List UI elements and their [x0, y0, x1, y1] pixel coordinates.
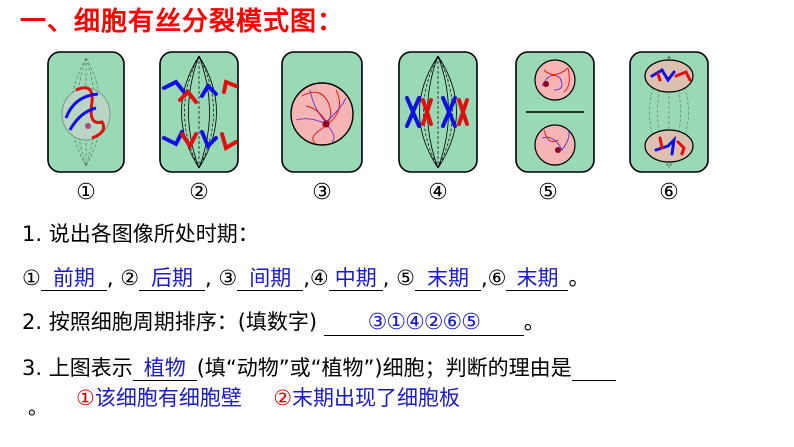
figure-label-2: ②: [189, 180, 209, 205]
answer-blank-4[interactable]: 中期: [328, 266, 383, 291]
reason-num-2: ②: [273, 386, 293, 410]
figure-label-4: ④: [428, 180, 448, 205]
mitosis-figures: ① ② ③ ④ ⑤ ⑥: [0, 44, 794, 214]
figure-label-6: ⑥: [659, 180, 679, 205]
figure-label-5: ⑤: [538, 180, 558, 205]
cell-figure-3: [281, 51, 363, 173]
stage-num-1: ①: [22, 266, 41, 290]
cell-type-answer-blank[interactable]: 植物: [132, 356, 197, 381]
question-2: 2. 按照细胞周期排序：(填数字) ③①④②⑥⑤。: [22, 308, 545, 336]
figure-label-1: ①: [76, 180, 96, 205]
answer-blank-6[interactable]: 末期: [506, 266, 569, 291]
separator: ,: [205, 266, 212, 290]
question-1-prompt: 1. 说出各图像所处时期：: [22, 222, 259, 246]
cell-figure-1: [47, 51, 125, 173]
separator: ,: [303, 266, 310, 290]
cell-figure-6: [629, 51, 709, 173]
separator: ,: [382, 266, 390, 290]
separator: ,: [106, 266, 114, 290]
stage-num-6: ⑥: [487, 266, 507, 290]
period: 。: [568, 266, 590, 290]
page-title: 一、细胞有丝分裂模式图：: [20, 7, 345, 37]
reason-blank[interactable]: [571, 356, 616, 381]
period: 。: [523, 310, 545, 334]
answer-blank-2[interactable]: 后期: [139, 266, 206, 291]
question-3: 3. 上图表示植物(填“动物”或“植物”)细胞；判断的理由是: [22, 354, 616, 382]
cell-figure-5: [515, 51, 595, 173]
question-3-middle: (填“动物”或“植物”)细胞；判断的理由是: [196, 356, 572, 380]
stage-num-5: ⑤: [396, 266, 415, 290]
sequence-answer-blank[interactable]: ③①④②⑥⑤: [323, 311, 524, 336]
cell-figure-4: [398, 51, 478, 173]
answer-blank-3[interactable]: 间期: [237, 266, 304, 291]
period: 。: [28, 395, 48, 419]
question-3-prefix: 3. 上图表示: [22, 356, 133, 380]
figure-label-3: ③: [312, 180, 332, 205]
reason-text-2: 末期出现了细胞板: [292, 386, 461, 410]
cell-figure-2: [159, 51, 239, 173]
stage-num-3: ③: [218, 266, 238, 290]
reason-answers: ①该细胞有细胞壁 ②末期出现了细胞板: [76, 384, 460, 412]
stage-num-2: ②: [120, 266, 140, 290]
answer-blank-5[interactable]: 末期: [414, 266, 481, 291]
stage-num-4: ④: [309, 266, 329, 290]
separator: ,: [480, 266, 488, 290]
reason-num-1: ①: [76, 386, 95, 410]
reason-text-1: 该细胞有细胞壁: [94, 386, 242, 410]
question-2-prompt: 2. 按照细胞周期排序：(填数字): [22, 310, 318, 334]
answer-blank-1[interactable]: 前期: [40, 266, 107, 291]
